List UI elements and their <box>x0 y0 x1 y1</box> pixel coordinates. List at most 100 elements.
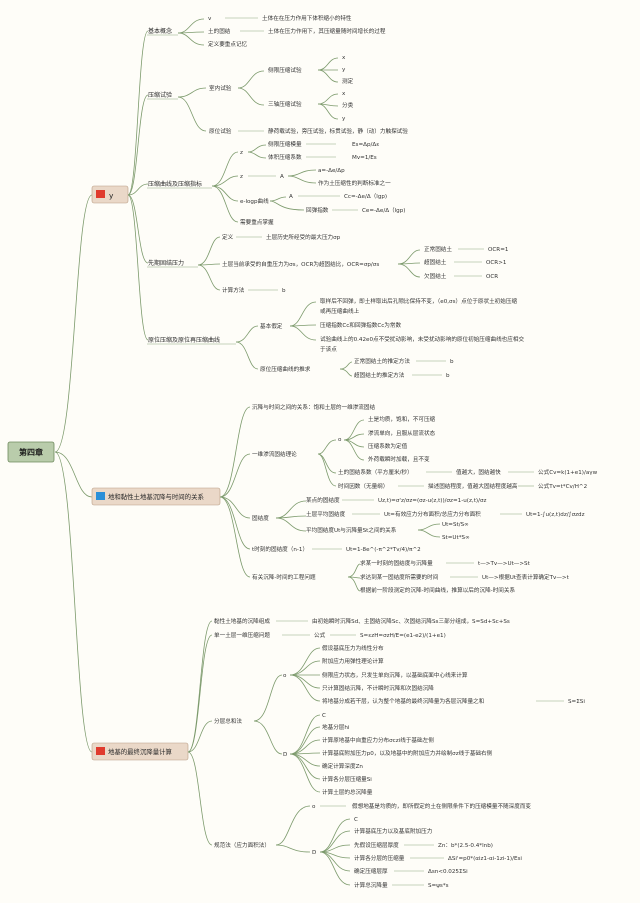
assumption-text: 取样后不回弹，即土样取出后孔隙比保持不变，（e0,σs）点位于原状土初始压缩 <box>320 297 517 305</box>
yiwei-formula-label: 公式 <box>314 631 326 639</box>
branch3-node[interactable]: 地基的最终沉降量计算 <box>91 742 189 761</box>
branch2-node[interactable]: 地和黏性土地基沉降与时间的关系 <box>91 487 221 506</box>
index-name: 体积压缩系数 <box>268 153 302 161</box>
root-label: 第四章 <box>19 447 43 457</box>
fc-assumption: 只计算固结沉降，不计瞬时沉降和次固结沉降 <box>322 684 434 692</box>
topic-yasuoshiyan[interactable]: 压缩试验 <box>147 91 178 100</box>
assumption-item: 土是均质，饱和，不可压缩 <box>368 415 436 423</box>
shinei-label: 室内试验 <box>209 84 232 92</box>
guduji-item: 平均固结度Ut与沉降量St之间的关系 <box>306 526 397 534</box>
gf-formula: Zn：b*(2.5-0.4*lnb) <box>438 843 493 849</box>
topic-label: 先期固结压力 <box>148 259 184 267</box>
gf-step: 先假设压缩层厚度 <box>354 841 399 849</box>
type-ocr: OCR>1 <box>486 260 507 266</box>
zucheng-text: 由初始瞬时沉降Sd、主固结沉降Sc、次固结沉降Ss三部分组成，S=Sd+Sc+S… <box>312 617 510 625</box>
cexian-item: 测定 <box>342 77 354 85</box>
flag-icon <box>96 190 105 198</box>
guduji-item: 土层平均固结度 <box>306 510 346 518</box>
sanzhou-label: 三轴压缩试验 <box>268 100 302 108</box>
fc-assumption: 假设基底压力为线性分布 <box>322 644 384 652</box>
guduji-label: 固结度 <box>252 514 269 522</box>
topic-label: 基本概念 <box>148 27 172 35</box>
assumption-text: 压缩指数Cc和回弹指数Cc为常数 <box>320 321 401 329</box>
cexian-label: 侧限压缩试验 <box>268 66 302 74</box>
fc-step: C <box>322 713 326 719</box>
tshike-label: t时刻的固结度（n-1） <box>252 545 308 553</box>
gongcheng-item: 求某一时刻的固结度与沉降量 <box>360 559 433 567</box>
topic-quxian[interactable]: 压缩曲线及压缩指标 <box>147 180 212 189</box>
assumption-item: 压缩系数为定值 <box>368 442 408 450</box>
gf-formula: ΔSi'=p0*(αiz1-αi-1zi-1)/Esi <box>448 856 522 862</box>
gf-formula: S=ψs*s <box>428 883 449 889</box>
topic-yuanwei-quxian[interactable]: 原位压缩及原位再压缩曲线 <box>147 336 236 345</box>
elog-formula: Ce=-Δe/Δ（lgp) <box>362 207 405 214</box>
fc-assumption: 侧限应力状态，只发生单向沉降，以基础底面中心线来计算 <box>322 671 468 679</box>
gongcheng-item: 根据前一阶段测定的沉降-时间曲线，推算以后的沉降-时间关系 <box>360 586 515 594</box>
z-label: z <box>240 150 243 156</box>
jisuan-value: b <box>282 288 286 294</box>
yuanwei-label: 原位试验 <box>209 127 232 135</box>
gongcheng-value: Ut—>根据Ut查表计算确定Tv—>t <box>482 573 570 581</box>
guduji-item: 某点的固结度 <box>306 496 340 504</box>
item-key: 土的固结 <box>208 27 231 35</box>
topic-label: 原位压缩及原位再压缩曲线 <box>148 336 220 344</box>
item-key: v <box>208 16 212 22</box>
type-name: 欠固结土 <box>424 272 447 280</box>
assumption-text: 或再压缩曲线上 <box>320 307 360 315</box>
main-connectors <box>54 194 93 753</box>
guduji-formula: Ut=St/S∞ <box>442 522 469 528</box>
topic-jibengainian[interactable]: 基本概念 <box>147 27 178 36</box>
guifan-label: 规范法（应力面积法） <box>214 841 270 849</box>
gf-step: C <box>354 817 358 823</box>
coef-desc: 描述固结程度，值越大固结程度越高 <box>428 482 518 490</box>
elog-formula: Cc=-Δe/Δ（lgp) <box>344 193 387 200</box>
sanzhou-item: y <box>342 116 346 122</box>
gf-step: 计算各分层的压缩量 <box>354 854 405 862</box>
tshike-formula: Ut=1-8e^(-π^2*Tv/4)/π^2 <box>346 547 421 553</box>
fencengfa-label: 分层总和法 <box>214 717 242 725</box>
coef-name: 时间因数（无量纲） <box>338 482 388 490</box>
topic-xianqi[interactable]: 先期固结压力 <box>147 259 198 268</box>
guanxi-text: 沉降与时间之间的关系：饱和土层的一维渗流固结 <box>252 403 375 411</box>
a-label: A <box>289 194 293 200</box>
root-node[interactable]: 第四章 <box>7 441 55 463</box>
fc-sum-formula: S=ΣSi <box>568 699 585 705</box>
branch1-title: y <box>109 191 114 200</box>
branch2-title: 地和黏性土地基沉降与时间的关系 <box>108 492 204 501</box>
index-formula: Es=Δp/Δε <box>352 142 379 148</box>
z-label: z <box>240 174 243 180</box>
dingyi-text: 土层历史所经受的最大压力σp <box>266 233 341 241</box>
elog-label: e-logp曲线 <box>240 197 269 205</box>
type-name: 正常固结土 <box>424 245 452 253</box>
jiben-label: 基本假定 <box>260 322 283 330</box>
flag-icon <box>96 747 105 755</box>
gongcheng-item: 求达到某一固结度所需要的时间 <box>360 573 439 581</box>
item-value: 土体在在压力作用下体积缩小的特性 <box>262 14 352 22</box>
assumption-item: 外荷载瞬时加载，且不变 <box>368 455 430 463</box>
type-name: 超固结土 <box>424 258 447 266</box>
branch3-title: 地基的最终沉降量计算 <box>108 747 173 756</box>
tuiqiu-value: b <box>450 359 454 365</box>
branch1: y 基本概念 v 土体在在压力作用下体积缩小的特性 土的固结 土体在压力作用下，… <box>91 14 524 379</box>
d-label: D <box>312 850 316 856</box>
elog-name: 回弹指数 <box>306 206 329 214</box>
gf-step: 计算基底压力以及基底附加压力 <box>354 827 433 835</box>
sanzhou-item: 分类 <box>342 101 354 109</box>
a-item: a=-Δe/Δp <box>318 168 345 174</box>
flag-icon <box>96 492 105 500</box>
sanzhou-item: x <box>342 91 346 97</box>
assumption-text: 试验曲线上的0.42e0点不受扰动影响，未受扰动影响的原位初始压缩曲线也应相交 <box>320 335 524 343</box>
fc-step: 计算基底附加压力p0，以及地基中的附加应力并绘制σz线于基础右侧 <box>322 749 493 757</box>
index-name: 侧限压缩模量 <box>268 140 302 148</box>
note-text: 需要重点掌握 <box>240 218 274 226</box>
tuiqiu-value: b <box>446 373 450 379</box>
coef-name: 土的固结系数（平方厘米/秒） <box>338 468 413 476</box>
topic-label: 压缩试验 <box>148 91 172 99</box>
d-label: D <box>283 752 287 758</box>
branch1-node[interactable]: y <box>91 185 129 204</box>
dingyi-label: 定义 <box>222 233 234 241</box>
guduji-formula: St=Ut*S∞ <box>442 535 470 541</box>
yiwei-formula: S=εzH=σzH/E=(e1-e2)/(1+e1) <box>360 633 446 639</box>
fc-step: 地基分层hi <box>322 723 350 731</box>
gf-formula: Δsn<0.025ΣSi <box>428 869 468 875</box>
